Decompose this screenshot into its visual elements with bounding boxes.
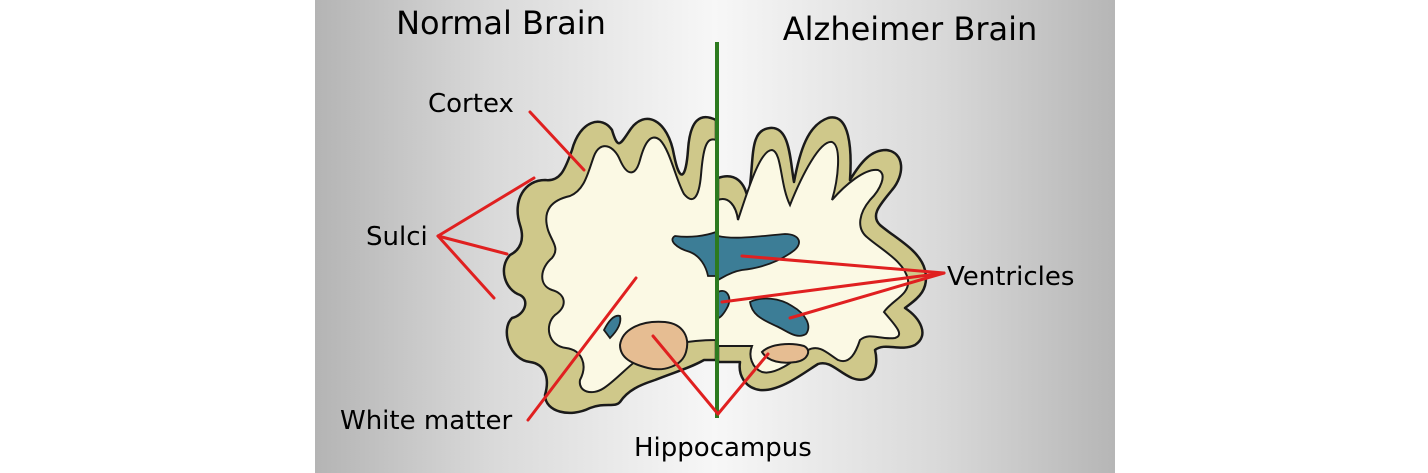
sulci-leader-2 xyxy=(436,234,509,256)
alzheimer-ventricle-lower xyxy=(749,297,810,337)
alzheimer-ventricle-small xyxy=(717,290,731,319)
hippocampus-leader-1 xyxy=(651,334,720,416)
ventricles-label: Ventricles xyxy=(947,262,1074,292)
cortex-label: Cortex xyxy=(428,89,514,119)
ventricles-leader-2 xyxy=(720,271,946,304)
ventricles-leader-3 xyxy=(788,271,946,320)
white-matter-label: White matter xyxy=(340,406,513,436)
normal-brain-title: Normal Brain xyxy=(396,4,606,42)
normal-ventricle-lower xyxy=(602,314,622,340)
white-matter-leader xyxy=(526,276,638,422)
normal-brain-hemisphere xyxy=(502,115,718,415)
alzheimer-hippocampus xyxy=(760,343,810,364)
leader-lines xyxy=(436,110,946,422)
hippocampus-leader-2 xyxy=(716,352,770,416)
alzheimer-brain-title: Alzheimer Brain xyxy=(783,10,1038,48)
normal-ventricle-main xyxy=(671,230,717,277)
sulci-label: Sulci xyxy=(366,222,428,252)
sulci-leader-3 xyxy=(436,234,496,300)
ventricles-leader-1 xyxy=(740,254,946,275)
normal-hippocampus xyxy=(618,320,689,371)
sulci-leader-1 xyxy=(436,176,536,238)
alzheimer-brain-hemisphere xyxy=(716,116,928,392)
hippocampus-label: Hippocampus xyxy=(634,433,812,463)
cortex-leader xyxy=(528,110,586,172)
